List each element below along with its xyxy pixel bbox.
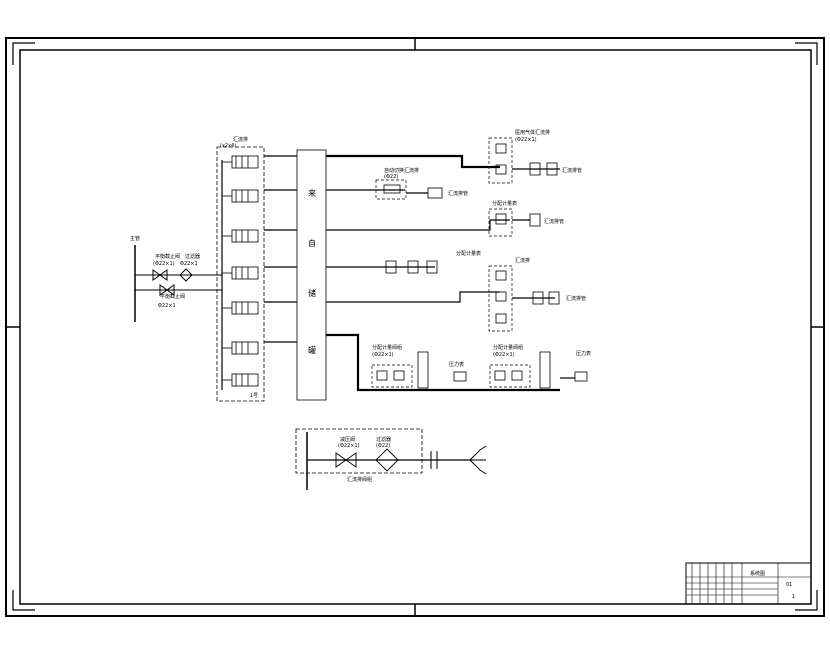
branch-label-3: 分配计量表 bbox=[456, 250, 481, 257]
lower-valve-label: 减压阀 bbox=[340, 436, 355, 443]
filter-sub: Φ22×1 bbox=[180, 261, 198, 267]
bottom-group-label-1: 分配计量阀组 bbox=[372, 344, 402, 351]
pressure-valve2-label: 平衡截止阀 bbox=[160, 293, 185, 300]
manifold-to-tank-pipes bbox=[264, 155, 297, 343]
filter-label: 过滤器 bbox=[185, 253, 200, 260]
title-drawing-no: 01 bbox=[786, 582, 792, 588]
lower-valve-assembly bbox=[295, 428, 487, 490]
branch-label-4: 汇流排 bbox=[515, 257, 530, 264]
bottom-group-sub-3: (Φ22×1) bbox=[493, 352, 515, 358]
top-right-sub: (Φ22×1) bbox=[515, 137, 537, 143]
main-pipe-label: 主管 bbox=[130, 235, 140, 242]
main-supply bbox=[134, 245, 222, 322]
title-block bbox=[685, 562, 812, 605]
bottom-group-label-4: 压力表 bbox=[576, 350, 591, 357]
bottom-group-label-3: 分配计量阀组 bbox=[493, 344, 523, 351]
lower-valve-sub: (Φ22×1) bbox=[338, 443, 360, 449]
lower-box-caption: 汇流排阀组 bbox=[347, 476, 372, 483]
lower-filter-label: 过滤器 bbox=[376, 436, 391, 443]
drawing-frame bbox=[5, 37, 825, 617]
tank-letter-2: 自 bbox=[308, 238, 316, 248]
pressure-valve2-sub: Φ22×1 bbox=[158, 303, 176, 309]
branch-pipes bbox=[326, 154, 588, 392]
top-right-unit bbox=[488, 137, 560, 184]
right-label-4: 汇流排管 bbox=[566, 295, 586, 302]
branch-sub-1: (Φ22) bbox=[384, 174, 398, 180]
manifold-bottom-label: 1号 bbox=[250, 393, 258, 399]
tank-letter-1: 来 bbox=[308, 189, 316, 198]
manifold-box bbox=[216, 146, 265, 402]
right-label-3: 汇流排管 bbox=[544, 218, 564, 225]
pressure-valve-sub: (Φ22×1) bbox=[153, 261, 175, 267]
pressure-valve-label: 平衡截止阀 bbox=[155, 253, 180, 260]
tank-letter-4: 罐 bbox=[308, 345, 316, 355]
top-right-label: 医用气体汇流排 bbox=[515, 129, 550, 136]
bottom-group-label-2: 压力表 bbox=[449, 361, 464, 368]
tank-box bbox=[296, 149, 327, 401]
right-label-2: 汇流排管 bbox=[448, 190, 468, 197]
branch-label-2: 分配计量表 bbox=[492, 200, 517, 207]
manifold-sub: (x2x4) bbox=[220, 143, 236, 149]
right-label-1: 汇流排管 bbox=[562, 167, 582, 174]
title-drawing-name: 系统图 bbox=[750, 570, 765, 577]
title-sheet: 1 bbox=[792, 594, 795, 600]
manifold-units bbox=[222, 155, 259, 387]
tank-letter-3: 储 bbox=[308, 288, 316, 298]
lower-filter-sub: (Φ22) bbox=[376, 443, 390, 449]
bottom-group-sub-1: (Φ22×1) bbox=[372, 352, 394, 358]
branch-label-1: 自动切换汇流排 bbox=[384, 167, 419, 174]
manifold-label: 汇流排 bbox=[233, 136, 248, 143]
